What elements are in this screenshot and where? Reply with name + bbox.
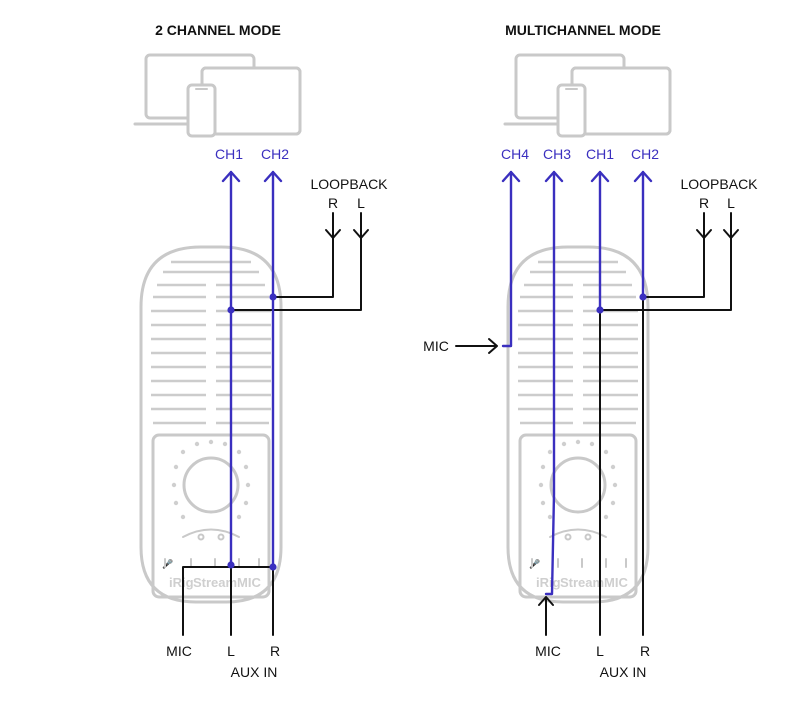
left-ch2-arrow-up-icon [263,170,283,569]
left-aux-in-label: AUX IN [231,664,278,680]
left-loopback-r: R [328,195,338,211]
right-side-mic-label: MIC [423,338,449,354]
right-junction-r [639,293,647,301]
right-loopback-label: LOOPBACK [680,176,758,192]
left-junction-mic [227,561,235,569]
left-input-mic: MIC [166,643,192,659]
left-ch1-arrow-up-icon [221,170,241,567]
right-loopback-r-arrow-down-icon [696,212,712,239]
right-output-ch3: CH3 [543,146,571,162]
right-output-ch4: CH4 [501,146,529,162]
right-input-mic: MIC [535,643,561,659]
left-input-r: R [270,643,280,659]
left-loopback-r-wire [272,237,334,298]
left-loopback-l-wire [230,237,362,311]
right-output-ch2: CH2 [631,146,659,162]
right-loopback-r: R [699,195,709,211]
left-loopback-l-arrow-down-icon [353,212,369,239]
left-output-ch1: CH1 [215,146,243,162]
left-title: 2 CHANNEL MODE [155,22,281,38]
right-aux-in-label: AUX IN [600,664,647,680]
right-mic-device [506,245,650,604]
right-ch2-arrow-up-icon [633,170,653,299]
right-side-mic-arrow-right-icon [455,338,498,354]
left-output-ch2: CH2 [261,146,289,162]
right-ch4-arrow-up-icon [501,170,521,348]
right-ch1-arrow-up-icon [590,170,610,312]
right-output-ch1: CH1 [586,146,614,162]
right-ch3-arrow-up-icon [544,170,564,596]
left-junction-r [269,293,277,301]
left-loopback-label: LOOPBACK [310,176,388,192]
left-mic-wire [182,566,274,636]
right-loopback-l-arrow-down-icon [723,212,739,239]
left-junction-l [227,306,235,314]
left-loopback-l: L [357,195,365,211]
right-input-r: R [640,643,650,659]
left-input-l: L [227,643,235,659]
right-loopback-l-wire [599,237,732,311]
right-mic-arrow-up-icon [538,596,554,636]
left-loopback-r-arrow-down-icon [325,212,341,239]
left-devices-icon [133,53,302,138]
left-mic-device [139,245,283,604]
right-loopback-r-wire [642,237,705,298]
right-input-l: L [596,643,604,659]
right-devices-icon [503,53,672,138]
right-title: MULTICHANNEL MODE [505,22,661,38]
right-loopback-l: L [727,195,735,211]
left-junction-mic-r [269,563,277,571]
right-junction-l [596,306,604,314]
